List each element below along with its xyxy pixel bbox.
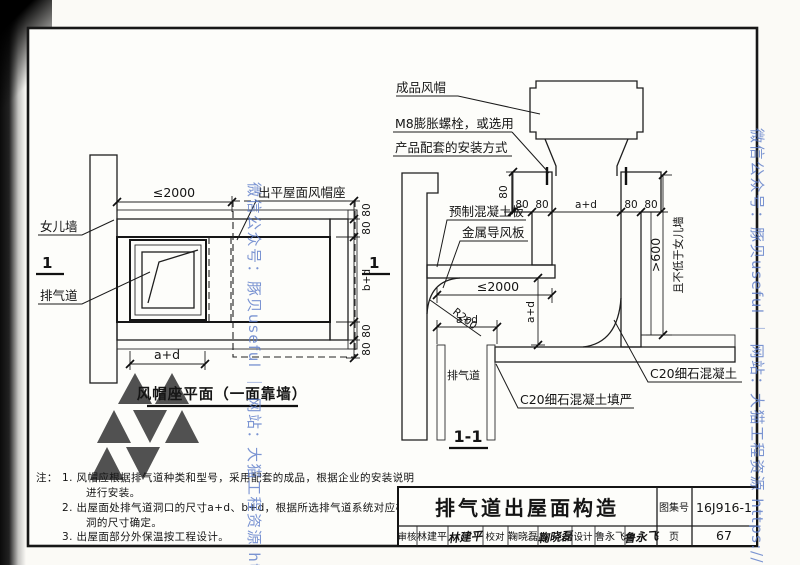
plan-dim-r2: b+d bbox=[361, 269, 373, 291]
notes-prefix: 注： bbox=[36, 471, 58, 484]
section-precast-label: 预制混凝土板 bbox=[449, 204, 525, 219]
note-2-line-1: 2. 出屋面处排气道洞口的尺寸a+d、b+d，根据所选排气道系统对应楼板预留孔 bbox=[62, 501, 450, 514]
section-dim-t4: 80 bbox=[644, 199, 657, 211]
plan-duct-wall bbox=[134, 244, 202, 316]
note-1-line-1: 1. 风帽应根据排气道种类和型号，采用配套的成品，根据企业的安装说明 bbox=[62, 471, 414, 484]
section-precast-slab bbox=[426, 264, 556, 279]
reviewer-signature: 林建平 bbox=[447, 529, 484, 545]
proofreader-signature: 鞠晓磊 bbox=[537, 529, 574, 545]
plan-capbase-leader bbox=[236, 200, 347, 241]
plan-section-marker-left: 1 bbox=[42, 254, 52, 272]
plan-parapet-leader bbox=[38, 219, 115, 236]
proofreader-name: 鞠晓磊 bbox=[508, 530, 538, 543]
plan-duct-damper bbox=[147, 249, 199, 304]
plan-view: ≤2000 出平屋面风帽座 80 80 b+d 80 80 a+d 女儿墙 bbox=[36, 154, 390, 384]
reviewer-name: 林建平 bbox=[417, 530, 447, 543]
plan-duct-label: 排气道 bbox=[40, 288, 78, 303]
design-label: 设计 bbox=[573, 531, 593, 543]
notes: 注： 1. 风帽应根据排气道种类和型号，采用配套的成品，根据企业的安装说明 进行… bbox=[36, 471, 450, 543]
section-cap-funnel-left bbox=[544, 138, 557, 176]
plan-dim-r3: 80 bbox=[361, 324, 373, 337]
plan-dim-r1: 80 bbox=[361, 221, 373, 234]
plan-duct-inner bbox=[141, 251, 195, 309]
section-cap-label: 成品风帽 bbox=[396, 80, 446, 95]
designer-name: 鲁永飞 bbox=[595, 530, 625, 543]
plan-title: 风帽座平面（一面靠墙） bbox=[137, 385, 308, 403]
plan-opening bbox=[116, 236, 331, 323]
title-block: 排气道出屋面构造 图集号 16J916-1 页 67 审核 林建平 林建平 校对… bbox=[397, 486, 758, 547]
page-label: 页 bbox=[669, 531, 679, 543]
section-fillet-curve bbox=[582, 297, 622, 348]
section-fill-label: C20细石混凝土填严 bbox=[520, 392, 632, 407]
section-dim-upstand: 80 bbox=[498, 185, 510, 198]
review-label: 审核 bbox=[397, 531, 417, 543]
page-number: 67 bbox=[716, 528, 732, 543]
section-dim-offset: ≤2000 bbox=[477, 279, 519, 294]
section-deflector-label: 金属导风板 bbox=[462, 225, 525, 240]
section-cap-funnel-right bbox=[616, 138, 629, 176]
plan-dim-top: ≤2000 bbox=[153, 185, 195, 200]
section-dim-opening: a+d bbox=[456, 314, 478, 326]
section-radius-line bbox=[429, 299, 482, 337]
titleblock-frame bbox=[397, 486, 758, 547]
note-1-line-2: 进行安装。 bbox=[86, 486, 141, 499]
section-dim-600-note: 且不低于女儿墙 bbox=[671, 217, 685, 294]
section-dim-plenum: a+d bbox=[525, 301, 537, 323]
section-duct-wall-left bbox=[436, 344, 446, 441]
section-dim-t1: 80 bbox=[535, 199, 548, 211]
section-dim-t2: a+d bbox=[575, 199, 597, 211]
section-bolt-label-2: 产品配套的安装方式 bbox=[395, 140, 508, 155]
section-wind-cap bbox=[529, 80, 644, 140]
designer-signature: 鲁永飞 bbox=[623, 529, 661, 546]
plan-dim-r0: 80 bbox=[361, 203, 373, 216]
section-bolt-label-1: M8膨胀螺栓，或选用 bbox=[395, 116, 514, 131]
section-view: 成品风帽 M8膨胀螺栓，或选用 产品配套的安装方式 预制混凝土板 金属导风板 R… bbox=[393, 80, 742, 450]
section-deflector-curve bbox=[426, 277, 461, 315]
section-parapet bbox=[401, 172, 439, 441]
plan-duct-outer bbox=[129, 239, 207, 321]
plan-capbase-label: 出平屋面风帽座 bbox=[258, 185, 346, 200]
section-cap-leader bbox=[396, 95, 541, 115]
titleblock-title: 排气道出屋面构造 bbox=[435, 496, 619, 520]
section-dim-600: >600 bbox=[648, 238, 663, 272]
section-concrete-leader bbox=[613, 319, 742, 383]
section-duct-label: 排气道 bbox=[447, 368, 480, 382]
plan-dim-bottom: a+d bbox=[154, 347, 180, 362]
atlas-label: 图集号 bbox=[659, 501, 689, 514]
section-duct-wall-right bbox=[486, 344, 496, 441]
section-dim-t0: 80 bbox=[515, 199, 528, 211]
section-deflector-leader bbox=[442, 240, 528, 289]
section-bolt-leader bbox=[511, 131, 550, 174]
plan-dim-r4: 80 bbox=[361, 342, 373, 355]
proof-label: 校对 bbox=[485, 531, 505, 543]
section-fill-leader bbox=[495, 363, 634, 409]
plan-section-marker-right: 1 bbox=[369, 254, 379, 272]
note-3: 3. 出屋面部分外保温按工程设计。 bbox=[62, 530, 229, 543]
watermark-triangle-logo bbox=[90, 373, 199, 480]
atlas-number: 16J916-1 bbox=[696, 500, 752, 515]
section-dim-t3: 80 bbox=[624, 199, 637, 211]
section-concrete-label: C20细石混凝土 bbox=[650, 366, 737, 381]
section-title: 1-1 bbox=[454, 427, 483, 446]
plan-duct-leader bbox=[38, 271, 151, 305]
section-precast-leader bbox=[436, 219, 526, 268]
plan-parapet-label: 女儿墙 bbox=[40, 219, 78, 234]
note-2-line-2: 洞的尺寸确定。 bbox=[86, 516, 162, 529]
